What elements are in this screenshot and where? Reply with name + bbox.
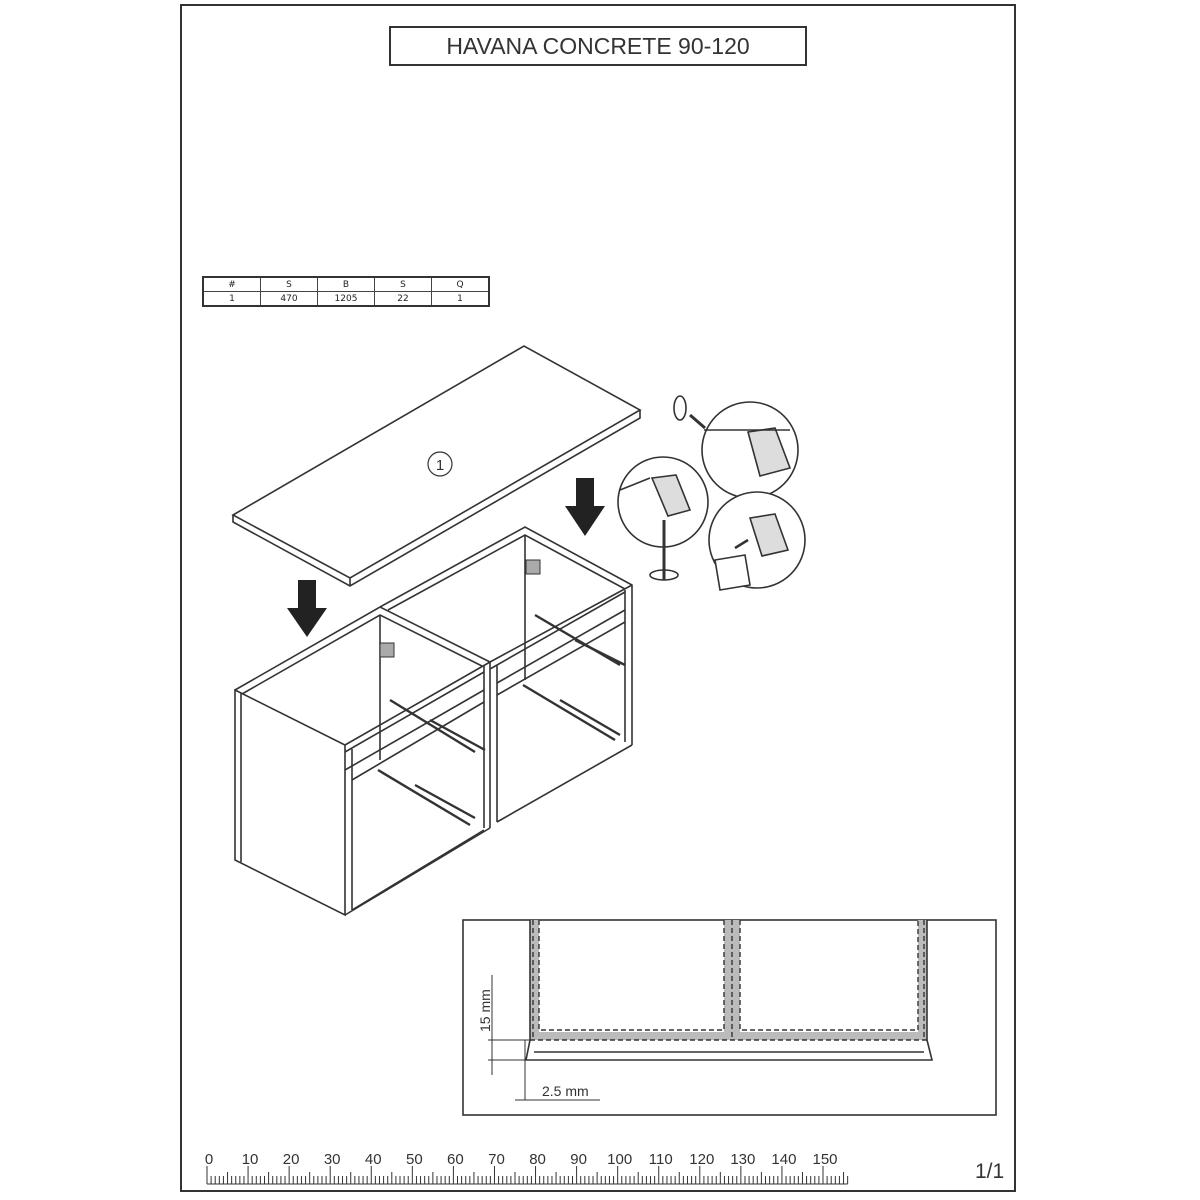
ruler-label: 20 bbox=[283, 1151, 300, 1168]
ruler-label: 90 bbox=[570, 1151, 587, 1168]
table-cell: 1 bbox=[431, 291, 490, 307]
dimension-15mm: 15 mm bbox=[477, 989, 493, 1032]
svg-text:1: 1 bbox=[436, 457, 444, 474]
parts-table: # S B S Q 1 470 1205 22 1 bbox=[202, 276, 490, 307]
ruler-label: 50 bbox=[406, 1151, 423, 1168]
ruler-label: 150 bbox=[812, 1151, 837, 1168]
detail-callout-bracket-install bbox=[617, 456, 709, 581]
ruler-label: 140 bbox=[771, 1151, 796, 1168]
ruler-label: 80 bbox=[529, 1151, 546, 1168]
ruler-label: 120 bbox=[689, 1151, 714, 1168]
ruler-label: 110 bbox=[649, 1151, 673, 1168]
ruler-label: 70 bbox=[488, 1151, 505, 1168]
top-panel bbox=[231, 345, 642, 587]
ruler: 0 10 20 30 40 50 60 70 80 90 100 110 120 130 140 150 bbox=[205, 1151, 849, 1185]
ruler-label: 0 bbox=[205, 1151, 213, 1168]
ruler-label: 40 bbox=[365, 1151, 382, 1168]
dimension-2-5mm: 2.5 mm bbox=[542, 1083, 589, 1099]
page-title: HAVANA CONCRETE 90-120 bbox=[389, 26, 807, 66]
cabinet-carcass bbox=[234, 526, 633, 917]
down-arrow-icon bbox=[565, 478, 605, 536]
drawer-slides bbox=[377, 559, 626, 827]
page-number: 1/1 bbox=[975, 1160, 1005, 1183]
table-cell: 1 bbox=[202, 291, 261, 307]
down-arrow-icon bbox=[287, 580, 327, 637]
ruler-label: 60 bbox=[447, 1151, 464, 1168]
instruction-sheet-border bbox=[180, 4, 1016, 1192]
detail-callout-bracket-top bbox=[673, 395, 799, 499]
table-row: 1 470 1205 22 1 bbox=[202, 291, 490, 307]
ruler-label: 10 bbox=[242, 1151, 259, 1168]
ruler-label: 130 bbox=[730, 1151, 755, 1168]
top-view-detail: 15 mm 2.5 mm bbox=[462, 919, 997, 1116]
table-cell: 22 bbox=[374, 291, 432, 307]
detail-callout-bracket-cover bbox=[708, 491, 806, 591]
ruler-label: 100 bbox=[607, 1151, 632, 1168]
part-callout: 1 bbox=[427, 451, 453, 477]
ruler-label: 30 bbox=[324, 1151, 341, 1168]
